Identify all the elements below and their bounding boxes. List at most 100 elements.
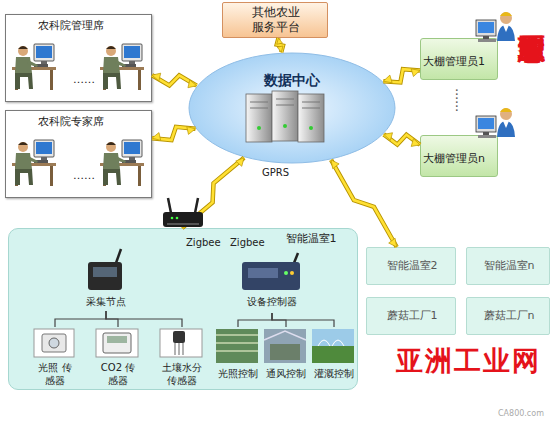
server	[272, 91, 298, 141]
wire-line	[55, 311, 106, 327]
water-spray	[318, 340, 344, 346]
watermark: 亚洲工业网	[396, 346, 541, 376]
bolt-line	[182, 158, 244, 228]
node-text: 智能温室2	[367, 259, 457, 273]
co2-sensor-lcd	[107, 336, 127, 343]
light-sensor	[34, 329, 74, 357]
arrow-head	[411, 69, 420, 77]
server-rack	[246, 91, 324, 142]
router-icon	[163, 198, 203, 227]
node-text: 光照控制	[215, 367, 261, 380]
node-text: 数据中心	[242, 72, 342, 89]
arrow-head	[384, 133, 393, 141]
data-center-ellipse: 数据中心	[188, 52, 396, 164]
server-slots	[250, 99, 320, 108]
node-text: ……	[64, 73, 104, 87]
wire	[55, 311, 106, 327]
wireless-link	[331, 160, 397, 247]
co2-sensor	[96, 329, 138, 357]
collector-body	[88, 262, 122, 290]
arrow-head	[277, 46, 283, 52]
admin	[476, 12, 515, 42]
router-body	[163, 212, 203, 227]
operator	[100, 44, 144, 90]
wire-line	[238, 313, 272, 327]
site-box: 智能温室n	[466, 247, 550, 285]
watermark: CA800.com	[498, 408, 544, 419]
protocol-label: Zigbee	[186, 236, 221, 249]
node-text: CO2 传感器	[98, 361, 138, 387]
sensor-node: CO2 传感器	[89, 327, 147, 387]
operator	[12, 44, 56, 90]
greenhouse-panel: 智能温室1 采集节点 设备控制器光照 传感器 CO2 传感器土壤水分 传感器光照控制通…	[8, 228, 358, 390]
ellipse-shape	[188, 52, 396, 164]
node-text: 蘑菇工厂1	[367, 309, 457, 323]
operator	[100, 140, 144, 186]
router-led	[171, 217, 174, 220]
node-text: 蘑菇工厂n	[467, 309, 551, 323]
irrigation-field	[312, 346, 354, 363]
server	[246, 94, 272, 142]
protocol-label: GPRS	[262, 166, 289, 179]
bolt-outline	[182, 158, 244, 228]
bolt-line	[152, 127, 195, 140]
light-control-photo	[216, 329, 258, 363]
arrow-head	[236, 158, 244, 167]
wire-line	[272, 313, 334, 327]
router-trim	[167, 223, 199, 225]
bolt-outline	[331, 160, 397, 247]
node-text: 设备控制器	[227, 295, 317, 308]
antenna	[168, 198, 171, 213]
greenhouse-floor	[270, 344, 300, 360]
control-node: 灌溉控制	[311, 327, 357, 387]
controller-icon	[242, 253, 300, 290]
sensor-node: 土壤水分 传感器	[151, 327, 213, 387]
server-led	[283, 124, 287, 128]
bolt-line	[331, 160, 397, 247]
soil-sensor-body	[173, 331, 185, 343]
protocol-label: Zigbee	[230, 236, 265, 249]
arrow-head	[383, 75, 392, 83]
sensor-node: 光照 传感器	[27, 327, 83, 387]
seat-group-box: 农科院专家席……	[5, 110, 152, 198]
collector-icon	[88, 249, 122, 290]
control-node: 通风控制	[263, 327, 309, 387]
seat-group-box: 农科院管理席……	[5, 14, 152, 102]
operators	[12, 44, 144, 186]
arrow-head	[152, 133, 161, 141]
bolt-outline	[152, 127, 195, 140]
control-node: 光照控制	[215, 327, 261, 387]
controller-body	[242, 262, 300, 290]
node-text: 大棚管理员1	[422, 55, 486, 69]
collector-panel	[93, 267, 117, 277]
sensor-photos	[34, 329, 202, 357]
admin	[476, 108, 515, 138]
service-platform-box: 其他农业 服务平台	[222, 2, 328, 38]
arrow-head	[277, 38, 283, 44]
node-text: 大棚管理员n	[422, 152, 486, 166]
node-text: 光照 传感器	[35, 361, 75, 387]
node-text: 智能温室1	[271, 232, 351, 246]
node-text: 采集节点	[73, 295, 139, 308]
greenhouse-rows	[216, 335, 258, 351]
bolt-outline	[383, 69, 420, 82]
node-text: 灌溉控制	[311, 367, 357, 380]
bolt-outline	[277, 38, 283, 52]
wire	[238, 313, 272, 327]
collector-node: 采集节点	[73, 251, 139, 311]
arrow-head	[411, 139, 420, 147]
site-box: 蘑菇工厂1	[366, 297, 456, 335]
node-text: ……	[64, 169, 104, 183]
arrow-head	[182, 219, 190, 228]
wireless-link	[152, 73, 197, 88]
ellipsis-mark: ……	[452, 88, 467, 112]
manager-box: 大棚管理员1	[420, 38, 498, 80]
irrigation-photo	[312, 329, 354, 363]
site-box: 蘑菇工厂n	[466, 297, 550, 335]
wireless-link	[384, 133, 420, 147]
wire	[106, 311, 182, 327]
node-text: 土壤水分 传感器	[159, 361, 205, 387]
manager-box: 大棚管理员n	[420, 135, 498, 177]
router-led	[176, 217, 179, 220]
